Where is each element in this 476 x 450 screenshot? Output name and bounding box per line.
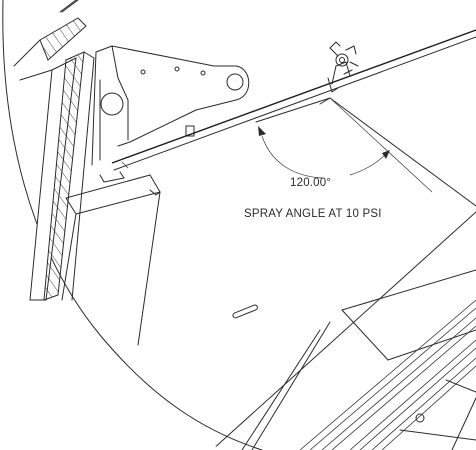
dimension-arc — [349, 153, 387, 176]
dimension-arrowhead — [258, 126, 266, 136]
hatched-rail — [299, 299, 476, 450]
spray-nozzle-assembly — [327, 41, 359, 93]
bracket-hole-small — [140, 69, 146, 75]
slot-feature — [232, 304, 258, 319]
spray-boom-pipe — [111, 29, 476, 171]
mounting-bracket — [91, 45, 250, 166]
spray-angle-caption: SPRAY ANGLE AT 10 PSI — [244, 208, 382, 220]
hatched-frame-member — [13, 0, 95, 301]
frame-bolt-hole — [415, 413, 425, 423]
bracket-hole-small — [200, 70, 206, 76]
dimension-extension-line — [329, 97, 433, 193]
bracket-hole-pivot — [226, 73, 244, 91]
spray-angle-value: 120.00° — [290, 177, 331, 189]
lower-chute-structure — [211, 211, 476, 450]
dimension-arrowhead — [382, 150, 390, 159]
angle-dimension: 120.00° SPRAY ANGLE AT 10 PSI — [244, 97, 433, 220]
detail-view-boundary — [2, 0, 263, 450]
bracket-hole-small — [174, 66, 180, 72]
lower-wall-panel — [61, 171, 161, 346]
deflector-plate — [255, 97, 476, 207]
dimension-arc — [261, 135, 323, 179]
bracket-hole-large — [100, 92, 124, 116]
